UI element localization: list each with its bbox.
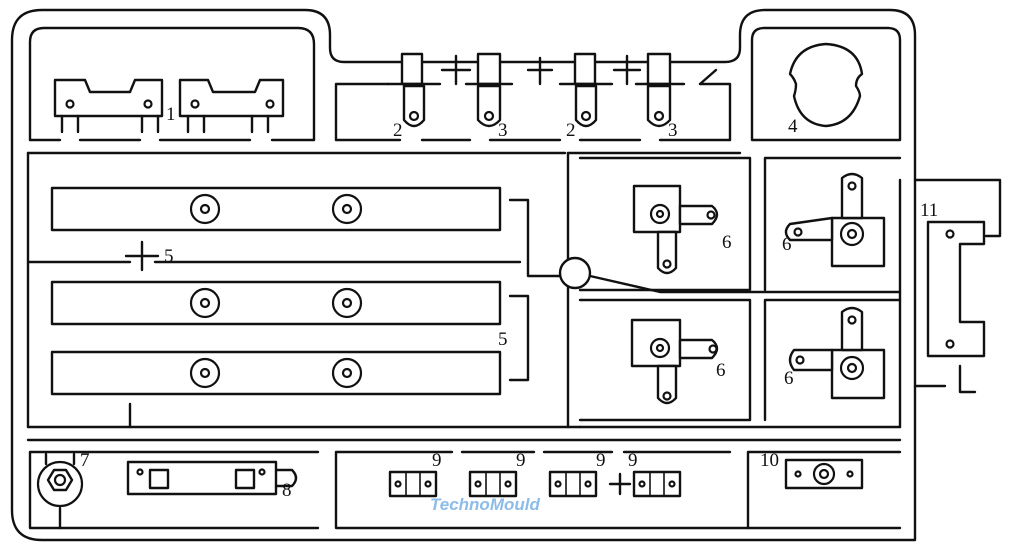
part-label-3b: 3 — [668, 120, 678, 141]
part-label-3a: 3 — [498, 120, 508, 141]
part-label-7: 7 — [80, 450, 90, 471]
parts-6: 6 6 6 6 — [578, 156, 902, 422]
part-label-5b: 5 — [498, 329, 508, 350]
part-label-6a: 6 — [722, 232, 732, 253]
cell-parts-2-3: 2 3 2 3 — [334, 52, 732, 142]
part-label-2a: 2 — [393, 120, 403, 141]
part-11: 11 — [913, 178, 1002, 394]
part-label-9b: 9 — [516, 450, 526, 471]
part-label-9a: 9 — [432, 450, 442, 471]
cell-part-1: 1 — [28, 26, 316, 142]
part-label-2b: 2 — [566, 120, 576, 141]
part-label-5a: 5 — [164, 246, 174, 267]
part-label-9c: 9 — [596, 450, 606, 471]
part-label-6b: 6 — [782, 234, 792, 255]
parts-5-bars: 5 5 — [50, 186, 902, 429]
part-label-6c: 6 — [716, 360, 726, 381]
cell-part-4: 4 — [750, 26, 902, 142]
part-label-9d: 9 — [628, 450, 638, 471]
watermark: TechnoMould — [430, 495, 540, 514]
sprue-frame — [10, 8, 917, 542]
part-label-10: 10 — [760, 450, 779, 471]
part-label-4: 4 — [788, 116, 798, 137]
part-label-11: 11 — [920, 200, 938, 221]
bottom-row: 7 8 9 9 9 9 10 — [28, 450, 902, 530]
part-label-1: 1 — [166, 104, 176, 125]
part-label-8: 8 — [282, 480, 292, 501]
part-label-6d: 6 — [784, 368, 794, 389]
